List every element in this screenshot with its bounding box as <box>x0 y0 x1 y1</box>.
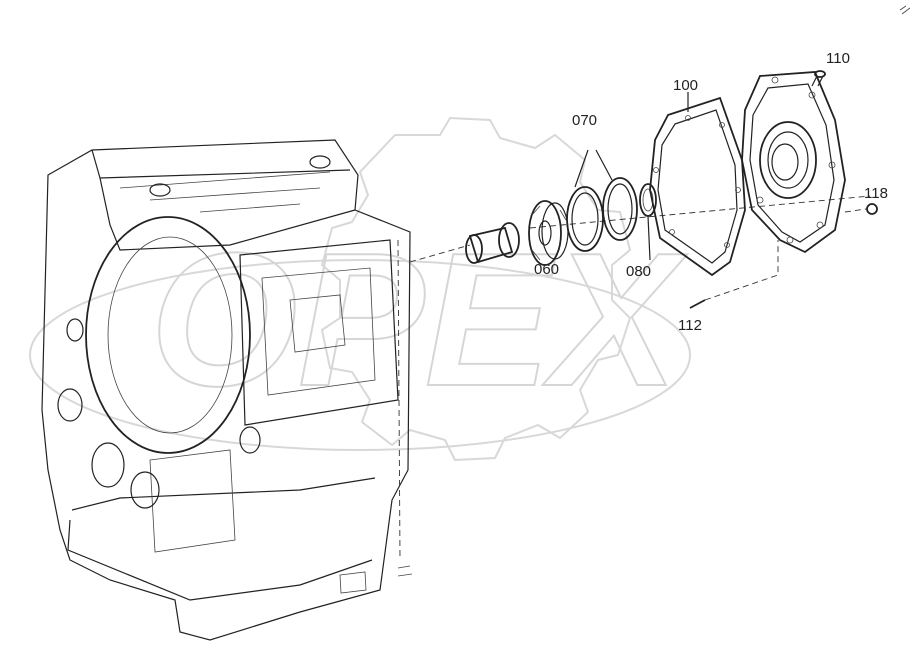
part-118-plug <box>844 203 878 215</box>
part-070-snap-rings <box>566 149 638 252</box>
opex-watermark: OPEX <box>29 116 691 462</box>
callout-060: 060 <box>534 261 559 278</box>
callout-100: 100 <box>673 77 698 94</box>
callout-080: 080 <box>626 263 651 280</box>
callout-112: 112 <box>678 317 702 334</box>
transmission-housing <box>41 139 413 641</box>
part-110-screw <box>811 70 826 87</box>
cover-plate <box>741 71 846 254</box>
part-060-shaft-gear <box>465 200 569 266</box>
part-100-gasket <box>649 92 746 277</box>
callout-118: 118 <box>864 185 888 202</box>
assembly-axis-line <box>409 195 871 263</box>
watermark-text: OPEX <box>150 214 688 426</box>
corner-mark <box>899 5 911 15</box>
callout-070: 070 <box>572 112 597 129</box>
part-112-pin <box>689 240 779 309</box>
callout-110: 110 <box>826 50 850 67</box>
